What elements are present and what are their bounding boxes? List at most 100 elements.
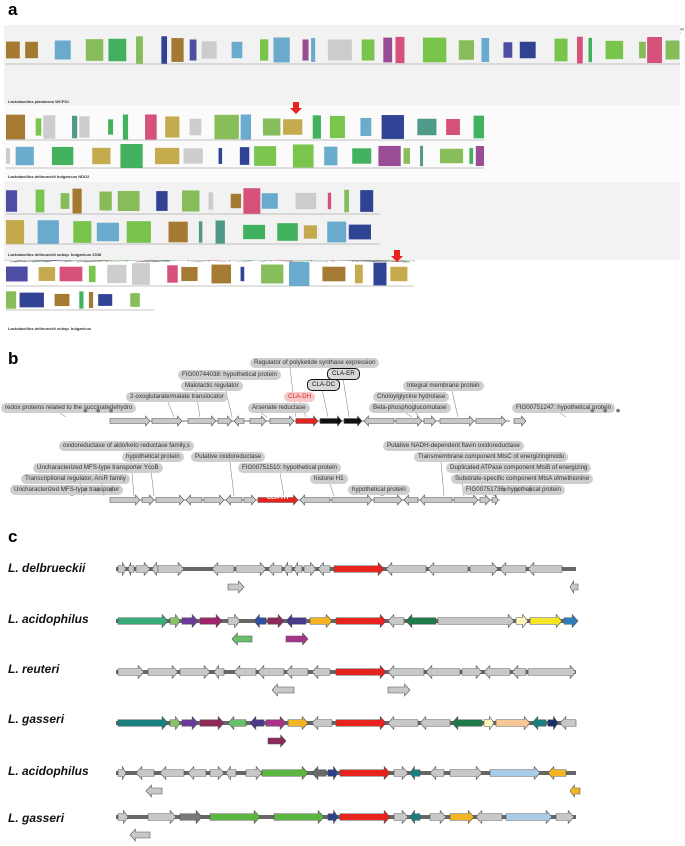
row1-gene-6 <box>269 415 295 427</box>
lcb-block-g3-6 <box>156 191 168 211</box>
c-gene-0-9 <box>293 561 303 577</box>
lcb-block-g1-29 <box>647 36 662 64</box>
lcb-block-g1-0 <box>6 41 20 59</box>
panel-b-letter: b <box>8 349 19 368</box>
lcb-block-g2-14 <box>312 115 321 139</box>
label-fig00744038: FIG00744038: hypothetical protein <box>178 370 281 380</box>
lcb-block-g4b-4 <box>88 291 94 309</box>
lcb-block-g3-1 <box>35 189 45 213</box>
lcb-block-g2b-1 <box>15 146 34 166</box>
lcb-block-g3-8 <box>208 192 214 210</box>
row1-leader-10 <box>59 412 67 418</box>
row2-gene-15 <box>491 494 499 506</box>
track-bg-1 <box>4 25 680 105</box>
label-regulator-polyketide: Regulator of polyketide synthase express… <box>250 358 380 368</box>
c-gene-2-0 <box>117 664 145 680</box>
label-cla-dh: CLA-DH <box>284 392 316 402</box>
row2-gene-6 <box>243 494 257 506</box>
row1-gene-10 <box>363 415 395 427</box>
panel-b-genes <box>109 415 527 506</box>
lcb-block-g4-12 <box>322 266 346 282</box>
row1-gene-15 <box>513 415 527 427</box>
c-gene-5-8 <box>409 809 421 825</box>
label-integral-membrane: Integral membrane protein <box>403 381 484 391</box>
c-gene-4-15 <box>489 765 541 781</box>
genome-name-2: Lactobacillus delbrueckii bulgaricus NDO… <box>8 174 90 179</box>
lcb-block-g4b-3 <box>79 291 84 309</box>
lcb-block-g2b-8 <box>239 147 250 165</box>
c-subgene-5-0 <box>129 828 151 842</box>
label-histone-h1: histone H1 <box>310 474 348 484</box>
row2-gene-3 <box>185 494 203 506</box>
label-arsenate-reductase: Arsenate reductase <box>248 403 310 413</box>
row1-leader-2 <box>342 377 350 418</box>
row1-leader-5 <box>167 401 175 418</box>
row1-leader-6 <box>451 390 459 418</box>
lcb-block-g1-25 <box>576 36 583 64</box>
c-gene-1-10 <box>387 613 405 629</box>
lcb-block-g3b-5 <box>168 221 188 243</box>
c-gene-2-5 <box>257 664 285 680</box>
label-malolactic-regulator: Malolactic regulator <box>181 381 243 391</box>
c-gene-4-5 <box>225 765 237 781</box>
lcb-block-g3b-7 <box>215 220 225 244</box>
lcb-block-g2-13 <box>283 119 303 135</box>
lcb-block-g1-18 <box>395 36 405 64</box>
c-gene-1-8 <box>309 613 333 629</box>
c-gene-5-12 <box>505 809 553 825</box>
c-gene-3-0 <box>117 715 169 731</box>
species-label-2: L. acidophilus <box>8 612 89 626</box>
lcb-block-g4-6 <box>167 265 178 283</box>
lcb-block-g4-3 <box>88 265 96 283</box>
lcb-block-g3b-12 <box>348 224 371 240</box>
c-gene-4-7 <box>261 765 309 781</box>
c-gene-5-3 <box>209 809 261 825</box>
lcb-block-g2b-17 <box>469 148 474 164</box>
c-gene-3-12 <box>451 715 483 731</box>
row2-gene-2 <box>155 494 185 506</box>
lcb-block-g3-14 <box>344 189 349 213</box>
lcb-block-g1-15 <box>327 39 352 61</box>
lcb-block-g1-7 <box>171 38 184 62</box>
lcb-block-g2b-12 <box>352 148 372 164</box>
row2-gene-9 <box>331 494 373 506</box>
lcb-block-g4-7 <box>181 266 198 282</box>
panel-a-letter: a <box>8 0 18 19</box>
row2-gene-11 <box>403 494 419 506</box>
lcb-block-g3b-9 <box>277 223 298 241</box>
lcb-block-g4b-1 <box>19 292 44 308</box>
row2-gene-14 <box>479 494 491 506</box>
c-gene-4-3 <box>187 765 207 781</box>
lcb-block-g1-21 <box>481 37 490 63</box>
lcb-block-g3b-11 <box>327 221 347 243</box>
row1-gene-7 <box>295 415 319 427</box>
red-marker-arrow-2 <box>290 102 302 114</box>
c-gene-3-7 <box>287 715 309 731</box>
label-cla-er: CLA-ER <box>327 368 360 380</box>
c-gene-0-7 <box>267 561 283 577</box>
lcb-block-g4-5 <box>131 263 150 285</box>
lcb-block-g2b-0 <box>6 148 11 164</box>
lcb-block-g3b-10 <box>303 225 318 239</box>
lcb-block-g4-13 <box>354 264 363 284</box>
lcb-block-g1-8 <box>189 39 197 61</box>
lcb-block-g3-12 <box>295 192 317 210</box>
lcb-block-g1-5 <box>136 36 143 64</box>
lcb-block-g1-22 <box>503 42 513 58</box>
lcb-block-g2b-13 <box>378 145 401 167</box>
lcb-block-g1-2 <box>54 40 71 60</box>
lcb-block-g3-11 <box>261 193 278 209</box>
lcb-block-g4-2 <box>59 266 83 282</box>
c-gene-4-12 <box>409 765 421 781</box>
lcb-block-g2-7 <box>145 114 157 140</box>
row1-gene-12 <box>423 415 437 427</box>
species-label-3: L. reuteri <box>8 662 60 676</box>
c-gene-0-10 <box>303 561 317 577</box>
lcb-block-g2-19 <box>446 119 460 135</box>
lcb-block-g1-19 <box>422 37 447 63</box>
row2-gene-13 <box>453 494 479 506</box>
c-gene-0-6 <box>235 561 267 577</box>
lcb-block-g3-7 <box>182 190 200 212</box>
lcb-block-g4-15 <box>390 266 408 282</box>
c-gene-2-6 <box>285 664 309 680</box>
